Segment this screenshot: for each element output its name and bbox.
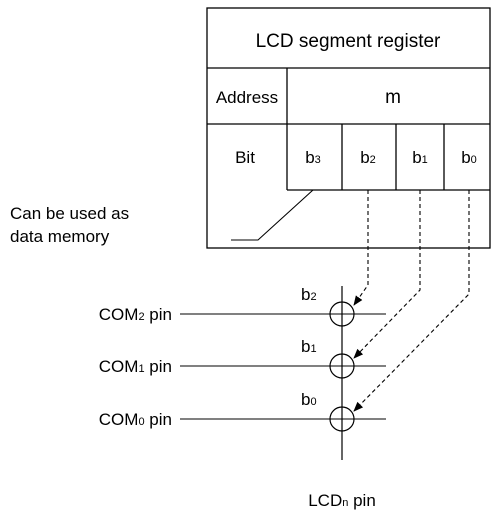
annotation-leader-line: [231, 189, 314, 241]
segment-label-b2: b2: [301, 285, 317, 304]
bit-label: Bit: [235, 148, 255, 167]
segment-label-b0: b0: [301, 390, 317, 409]
register-title: LCD segment register: [256, 31, 441, 52]
segment-label-b1: b1: [301, 337, 317, 356]
segment-circle-b1: [329, 353, 355, 379]
bit-cell-b0: b0: [461, 148, 477, 167]
annotation-line-2: data memory: [10, 227, 110, 246]
arrow-b1: [353, 190, 421, 359]
com0-pin-label: COM0 pin: [99, 410, 172, 429]
lcd-pin-label: LCDn pin: [308, 491, 376, 510]
bit-cell-b3: b3: [305, 148, 321, 167]
address-label: Address: [216, 88, 278, 107]
segment-circle-b2: [329, 301, 355, 327]
com1-pin-label: COM1 pin: [99, 357, 172, 376]
register-table: [206, 7, 491, 249]
arrow-b2: [353, 190, 369, 306]
bit-cell-b2: b2: [360, 148, 376, 167]
bit-cell-b1: b1: [412, 148, 428, 167]
register-outline: [206, 7, 491, 249]
segment-circle-b0: [329, 406, 355, 432]
address-value: m: [385, 87, 401, 108]
annotation-line-1: Can be used as: [10, 204, 129, 223]
com2-pin-label: COM2 pin: [99, 305, 172, 324]
arrow-b0: [353, 190, 470, 412]
